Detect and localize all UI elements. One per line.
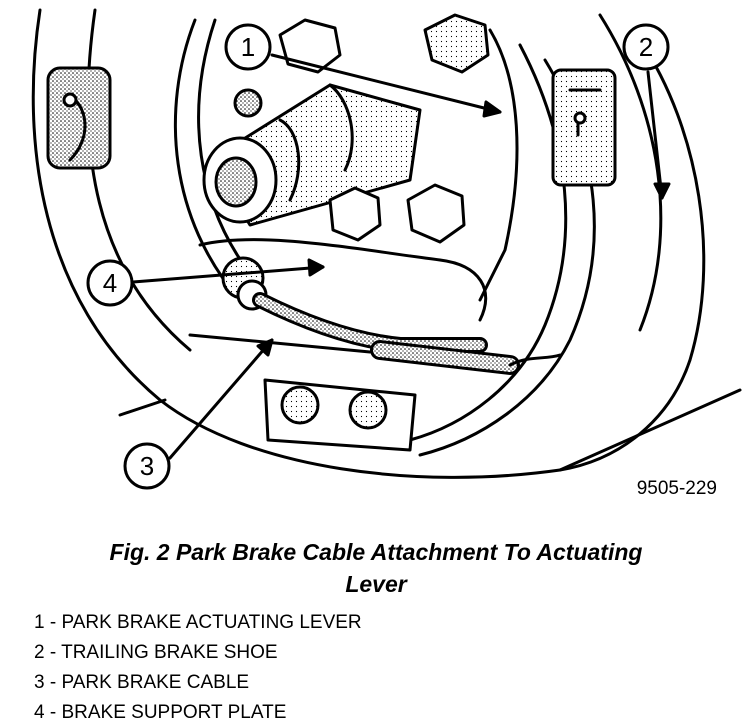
callout-leader-3: [168, 338, 274, 460]
mounting-bolts: [233, 13, 490, 244]
caption-line-2: Lever: [345, 571, 407, 597]
callout-1: 1: [224, 23, 272, 71]
callout-leader-1: [270, 53, 502, 118]
backing-plate-outline: [31, 8, 742, 479]
legend-item: 2 - TRAILING BRAKE SHOE: [34, 642, 278, 663]
callout-leader-2: [646, 70, 671, 200]
figure-code: 9505-229: [637, 478, 717, 499]
right-shoe-clip: [551, 68, 617, 187]
adjuster-plate: [263, 378, 417, 452]
callout-leader-4: [131, 258, 325, 284]
legend-item: 4 - BRAKE SUPPORT PLATE: [34, 702, 287, 723]
callout-2: 2: [622, 23, 670, 71]
leading-brake-shoe: [173, 18, 257, 302]
axle-spindle: [202, 83, 422, 227]
left-shoe-clip: [46, 66, 112, 170]
callout-number: 4: [103, 268, 117, 298]
figure-caption: Fig. 2 Park Brake Cable Attachment To Ac…: [0, 536, 752, 600]
caption-line-1: Fig. 2 Park Brake Cable Attachment To Ac…: [109, 539, 643, 565]
brake-assembly-illustration: 1 2 3 4 9505-229: [31, 8, 742, 499]
legend-item: 1 - PARK BRAKE ACTUATING LEVER: [34, 612, 362, 633]
return-spring: [188, 333, 562, 375]
callout-number: 1: [241, 32, 255, 62]
callout-3: 3: [123, 442, 171, 490]
callout-number: 3: [140, 451, 154, 481]
actuating-lever: [478, 28, 519, 302]
parts-legend: 1 - PARK BRAKE ACTUATING LEVER 2 - TRAIL…: [34, 608, 362, 728]
legend-item: 3 - PARK BRAKE CABLE: [34, 672, 250, 693]
brake-support-plate: [198, 238, 488, 322]
callout-number: 2: [639, 32, 653, 62]
callout-4: 4: [86, 259, 134, 307]
